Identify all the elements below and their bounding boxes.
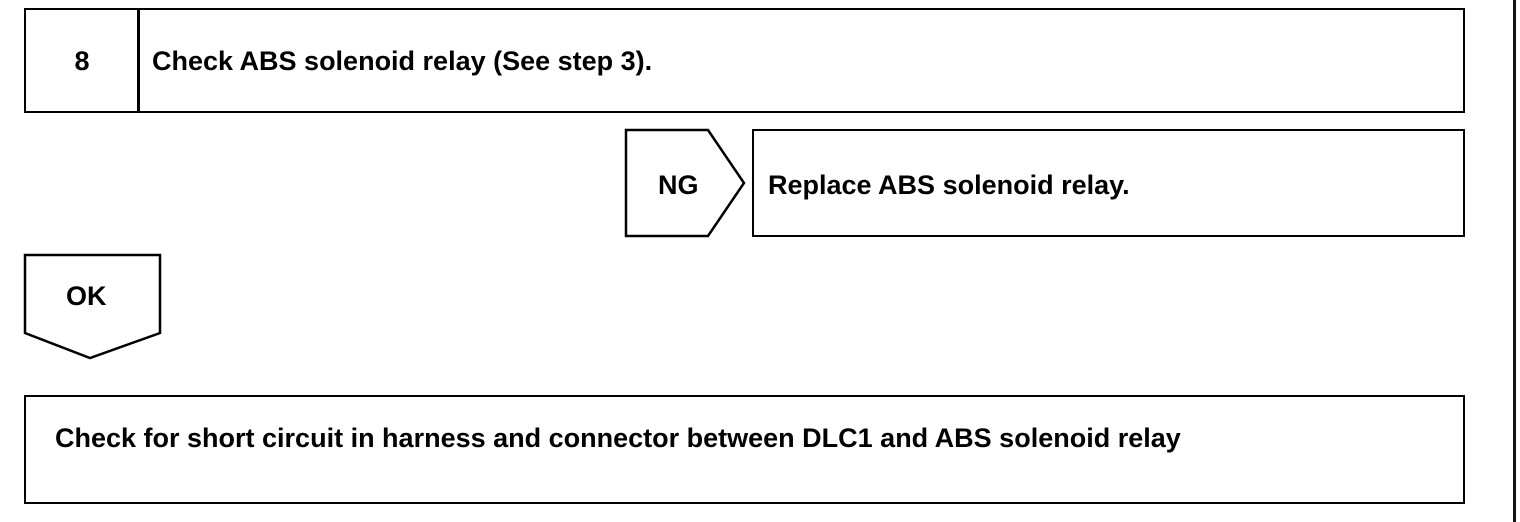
ok-label: OK — [66, 281, 107, 311]
page-edge-line — [1513, 0, 1516, 522]
ng-arrow-shape — [624, 128, 746, 238]
result-box — [24, 395, 1465, 504]
step-title: Check ABS solenoid relay (See step 3). — [152, 46, 653, 76]
step-number-divider — [137, 8, 140, 113]
ng-action-text: Replace ABS solenoid relay. — [768, 170, 1130, 200]
step-number: 8 — [74, 46, 90, 76]
ok-arrow-shape — [23, 253, 162, 360]
step-box — [24, 8, 1465, 113]
result-text: Check for short circuit in harness and c… — [55, 423, 1181, 453]
ng-label: NG — [658, 170, 699, 200]
ng-action-box — [752, 129, 1465, 237]
